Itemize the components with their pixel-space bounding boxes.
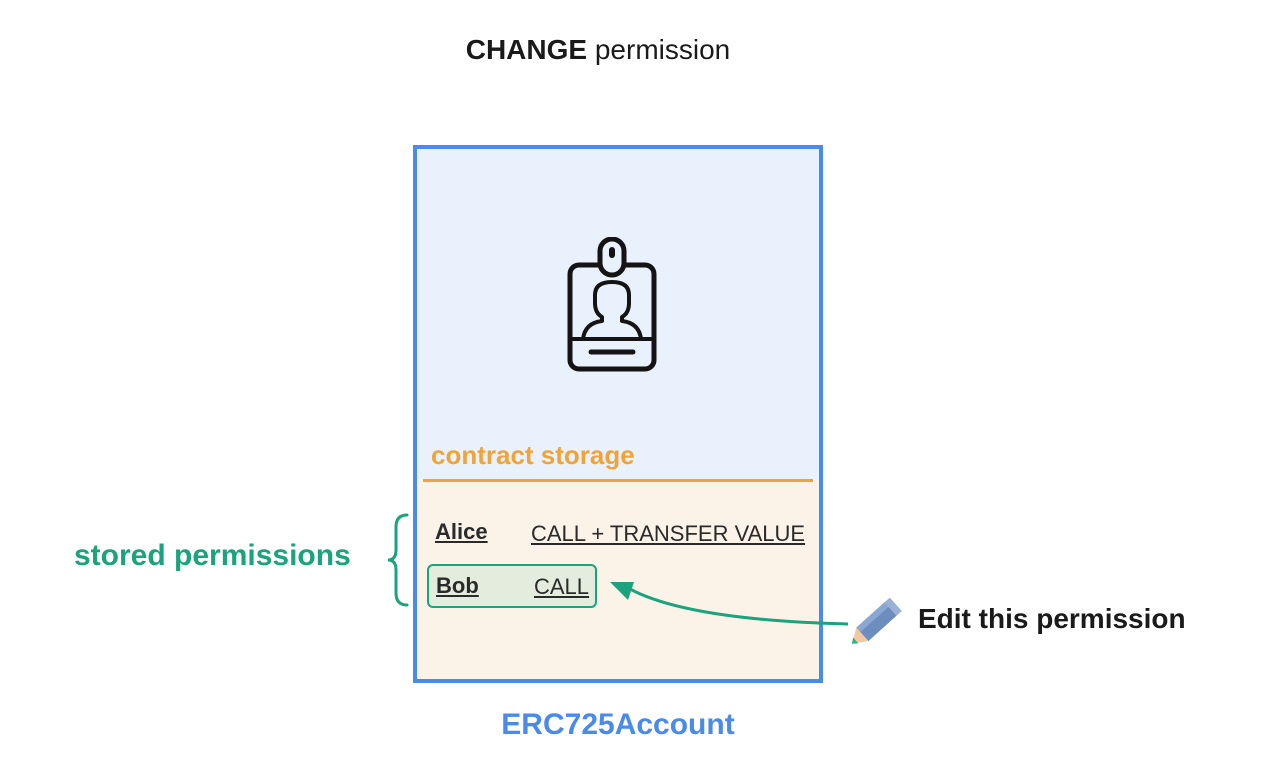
curly-brace-icon <box>387 513 409 607</box>
erc725-account-box: contract storage Alice CALL + TRANSFER V… <box>413 145 823 683</box>
id-badge-icon <box>567 237 657 372</box>
pencil-icon <box>851 597 902 644</box>
permission-name-bob: Bob <box>436 573 479 598</box>
account-upper-panel: contract storage <box>417 149 819 479</box>
stored-permissions-label: stored permissions <box>74 539 351 572</box>
edit-permission-label: Edit this permission <box>918 603 1186 634</box>
permission-name-alice: Alice <box>435 519 488 544</box>
permission-highlight-bob <box>427 564 597 608</box>
arrow-icon <box>610 582 849 626</box>
diagram-title: CHANGE permission <box>0 34 1196 66</box>
contract-storage-label: contract storage <box>431 440 635 470</box>
title-rest: permission <box>594 34 731 65</box>
title-action: CHANGE <box>465 34 588 65</box>
storage-divider <box>423 479 813 482</box>
erc725-account-label: ERC725Account <box>501 708 735 741</box>
permission-value-bob: CALL <box>534 574 590 599</box>
permission-value-alice: CALL + TRANSFER VALUE <box>531 521 806 546</box>
